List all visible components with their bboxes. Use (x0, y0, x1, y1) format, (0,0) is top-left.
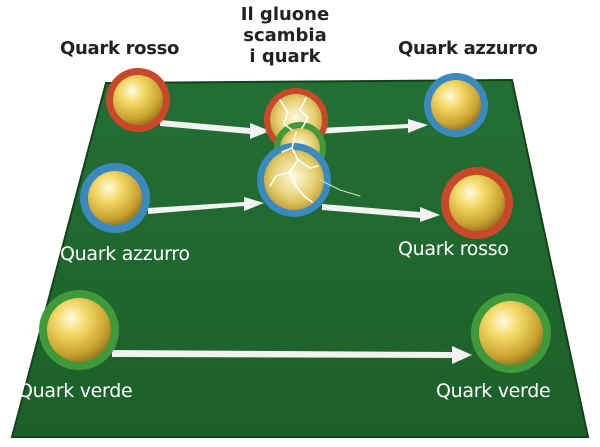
quark-blue-top-right (424, 73, 488, 137)
label-bottom-left: Quark verde (18, 380, 133, 402)
quark-red-middle-right (441, 167, 513, 239)
quark-green-bottom-right (471, 293, 551, 373)
label-top-right: Quark azzurro (398, 38, 538, 59)
arrows (112, 119, 472, 364)
quark-blue-middle-left (80, 163, 150, 233)
title-line-2: i quark (249, 46, 321, 67)
quark-red-top-left (106, 68, 170, 132)
label-middle-left: Quark azzurro (60, 243, 190, 265)
gluon-energy-lines (269, 97, 361, 203)
title-line-1: Il gluone scambia (240, 4, 330, 46)
arrow-bottom (112, 346, 472, 364)
label-bottom-right: Quark verde (436, 380, 551, 402)
arrow-middle-right (322, 204, 440, 222)
label-top-left: Quark rosso (60, 38, 180, 59)
gluon-exchange (257, 88, 361, 217)
diagram-title: Il gluone scambia i quark (200, 4, 370, 67)
quark-green-bottom-left (39, 290, 119, 370)
arrow-top-right (318, 119, 428, 134)
arrow-middle-left (148, 197, 264, 214)
arrow-top-left (160, 120, 270, 139)
label-middle-right: Quark rosso (398, 238, 509, 260)
